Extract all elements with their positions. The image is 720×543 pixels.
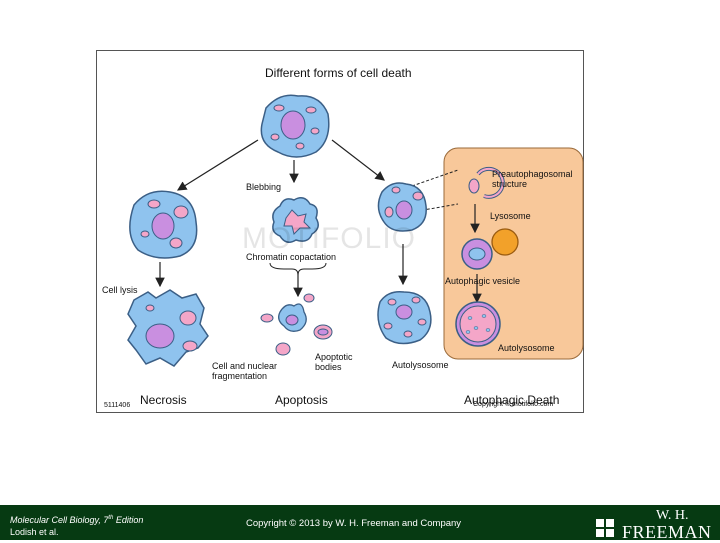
apoptotic-fragments	[260, 293, 333, 356]
book-citation: Molecular Cell Biology, 7th Edition Lodi…	[10, 512, 143, 538]
arrows	[155, 139, 482, 304]
section-autophagic-death: Autophagic Death	[464, 393, 560, 407]
label-cell-lysis: Cell lysis	[102, 285, 138, 295]
logo-freeman: FREEMAN	[622, 522, 712, 542]
logo-square	[606, 529, 614, 537]
logo-square	[606, 519, 614, 527]
footer-copyright: Copyright © 2013 by W. H. Freeman and Co…	[246, 518, 462, 529]
section-necrosis: Necrosis	[140, 393, 187, 407]
label-lysosome: Lysosome	[490, 211, 531, 221]
label-fragmentation: Cell and nuclear fragmentation	[212, 361, 278, 381]
edition-sup: th	[108, 515, 114, 521]
book-authors: Lodish et al.	[10, 527, 59, 537]
swollen-cell	[129, 190, 198, 259]
label-apoptotic-bodies: Apoptotic bodies	[315, 352, 353, 372]
autolysosome	[455, 301, 501, 347]
book-title: Molecular Cell Biology, 7	[10, 515, 109, 525]
brace	[269, 262, 327, 276]
logo-wh: W. H.	[656, 508, 689, 523]
phagophore	[468, 166, 505, 199]
label-chromatin: Chromatin copactation	[246, 252, 337, 262]
footer-bar: Molecular Cell Biology, 7th Edition Lodi…	[0, 505, 720, 542]
section-apoptosis: Apoptosis	[275, 393, 328, 407]
autophagic-cell	[377, 182, 427, 232]
motifolio-copyright: Copyright © motifolio.com	[473, 401, 554, 408]
label-blebbing: Blebbing	[246, 182, 282, 192]
autolysosome-cell	[377, 290, 432, 345]
logo-square	[596, 519, 604, 527]
label-autophagic-vesicle: Autophagic vesicle	[445, 276, 521, 286]
blebbing-cell	[272, 197, 319, 243]
figure-title: Different forms of cell death	[265, 66, 412, 80]
lysed-cell	[127, 289, 209, 367]
label-autolysosome-right: Autolysosome	[498, 343, 555, 353]
healthy-cell	[260, 94, 330, 158]
watermark: MOTIFOLIO	[242, 222, 416, 255]
label-preautophagosomal: Preautophagosomal structure	[492, 169, 573, 189]
figure-id: 5111406	[104, 402, 131, 409]
edition-word: Edition	[113, 515, 144, 525]
logo-square	[596, 529, 604, 537]
label-autolysosome-left: Autolysosome	[392, 360, 449, 370]
vesicle-and-lysosome	[461, 228, 519, 270]
